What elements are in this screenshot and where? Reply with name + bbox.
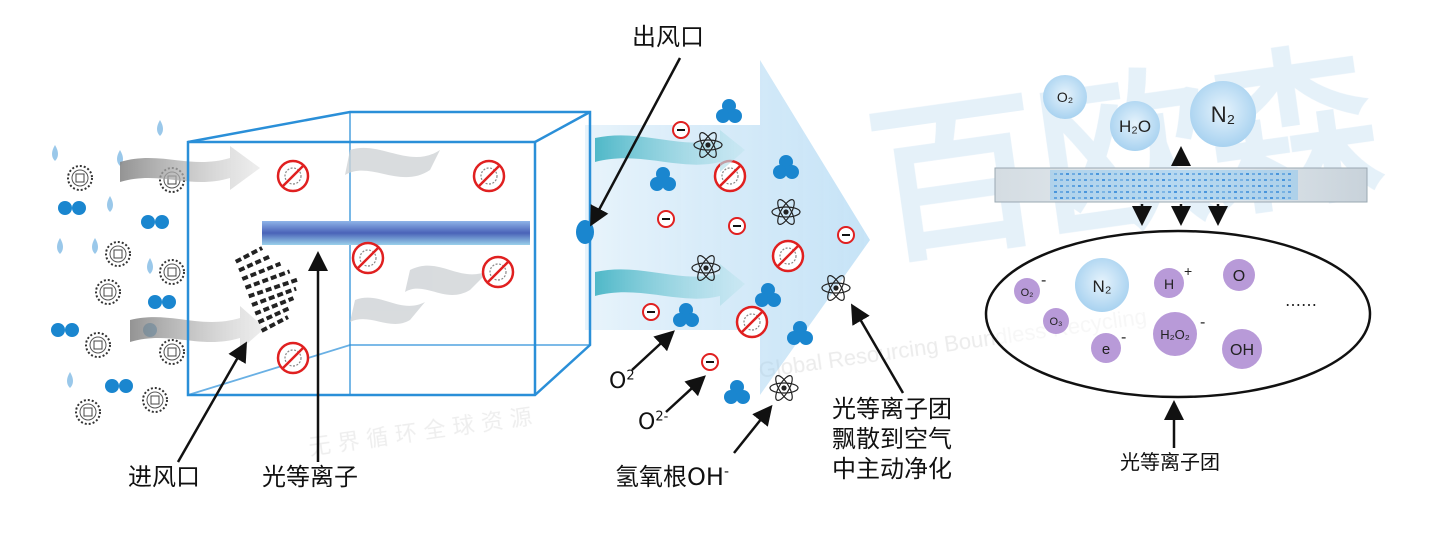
label-hydroxyl: 氢氧根OH- xyxy=(615,462,729,492)
atom-icon xyxy=(769,375,799,401)
no-bacteria-icon xyxy=(472,159,506,193)
mol-h: H xyxy=(1164,276,1174,292)
ion-generator-bar xyxy=(994,167,1368,203)
label-o2-peroxide-sup: 2 xyxy=(626,368,635,384)
label-right-cluster: 光等离子团 xyxy=(1120,450,1220,474)
atom-icon xyxy=(693,132,723,158)
molecule-cluster xyxy=(787,321,813,345)
mol-h-charge: + xyxy=(1184,263,1192,279)
label-o2-peroxide-text: O xyxy=(609,369,627,394)
label-o2-ion-text: O xyxy=(638,410,656,435)
no-bacteria-icon xyxy=(481,255,515,289)
mol-o3: O₃ xyxy=(1049,316,1062,328)
no-bacteria-icon xyxy=(771,239,805,273)
atom-icon xyxy=(771,199,801,225)
molecule-cluster xyxy=(755,283,781,307)
bacteria-icon xyxy=(142,387,168,413)
watermark-chinese: 无 界 循 环 全 球 资 源 xyxy=(307,405,533,461)
atom-icon xyxy=(821,275,851,301)
mol-top-h2o: H₂O xyxy=(1119,117,1151,136)
label-o2-ion: O2- xyxy=(638,409,668,437)
bacteria-icon xyxy=(159,259,185,285)
negative-ion-icon xyxy=(701,353,719,371)
label-hydroxyl-text: 氢氧根OH xyxy=(615,463,724,491)
outlet-flow-arrows xyxy=(595,130,745,306)
label-inlet: 进风口 xyxy=(128,463,200,491)
mol-o: O xyxy=(1233,268,1245,285)
no-bacteria-icon xyxy=(735,305,769,339)
bacteria-icon xyxy=(159,339,185,365)
no-bacteria-icon xyxy=(713,159,747,193)
molecule-cluster xyxy=(650,167,676,191)
leader-arrows xyxy=(176,57,905,463)
bacteria-icon xyxy=(85,332,111,358)
inlet-filter xyxy=(234,246,300,333)
mol-ellipsis: …… xyxy=(1285,291,1317,310)
bacteria-icons xyxy=(67,165,185,425)
outlet-particle xyxy=(576,220,594,244)
mol-top-n2: N₂ xyxy=(1211,102,1235,127)
molecule-cluster xyxy=(724,380,750,404)
negative-ion-icon xyxy=(657,210,675,228)
no-bacteria-icon xyxy=(276,341,310,375)
cluster-line-2: 飘散到空气 xyxy=(832,425,952,453)
label-plasma-cluster: 光等离子团 飘散到空气 中主动净化 xyxy=(832,394,952,484)
mol-o2: O₂ xyxy=(1021,287,1034,299)
label-o2-ion-sup: 2- xyxy=(655,409,669,425)
label-photoion: 光等离子 xyxy=(262,463,358,491)
inner-flow-waves xyxy=(345,147,490,324)
incoming-flow-arrows xyxy=(120,146,265,350)
label-o2-peroxide: O2 xyxy=(609,368,635,396)
cluster-line-1: 光等离子团 xyxy=(832,395,952,423)
clean-air-molecules xyxy=(650,99,813,404)
bacteria-icon xyxy=(67,165,93,191)
molecules-top: O₂ H₂O N₂ xyxy=(1043,75,1256,151)
mol-e-charge: - xyxy=(1121,329,1126,346)
label-outlet: 出风口 xyxy=(632,23,704,51)
mol-n2: N₂ xyxy=(1093,277,1112,296)
atom-icon xyxy=(691,255,721,281)
negative-ion-icon xyxy=(672,121,690,139)
molecule-cluster xyxy=(773,155,799,179)
mol-h2o2-charge: - xyxy=(1200,314,1205,331)
negative-ion-icon xyxy=(837,226,855,244)
mol-e: e xyxy=(1102,341,1110,358)
mol-top-o2: O₂ xyxy=(1057,89,1073,105)
molecule-cluster xyxy=(673,303,699,327)
bacteria-icon xyxy=(95,279,121,305)
mol-o2-charge: - xyxy=(1041,272,1046,289)
plasma-cluster-icons xyxy=(691,132,851,401)
negative-ion-icon xyxy=(642,303,660,321)
mol-h2o2: H₂O₂ xyxy=(1160,327,1190,342)
mol-oh: OH xyxy=(1230,342,1254,359)
negative-ion-icons xyxy=(642,121,855,371)
bacteria-icon xyxy=(105,241,131,267)
bar-arrows xyxy=(1132,146,1228,448)
no-bacteria-icon xyxy=(351,241,385,275)
cluster-line-3: 中主动净化 xyxy=(832,455,952,483)
plasma-tube xyxy=(262,221,530,245)
negative-ion-icon xyxy=(728,217,746,235)
bacteria-icon xyxy=(75,399,101,425)
molecule-cluster xyxy=(716,99,742,123)
molecules-bottom: O₂ - N₂ H + O O₃ H₂O₂ - e - OH …… xyxy=(1014,258,1317,369)
no-bacteria-icon xyxy=(276,159,310,193)
label-hydroxyl-sup: - xyxy=(723,464,729,480)
